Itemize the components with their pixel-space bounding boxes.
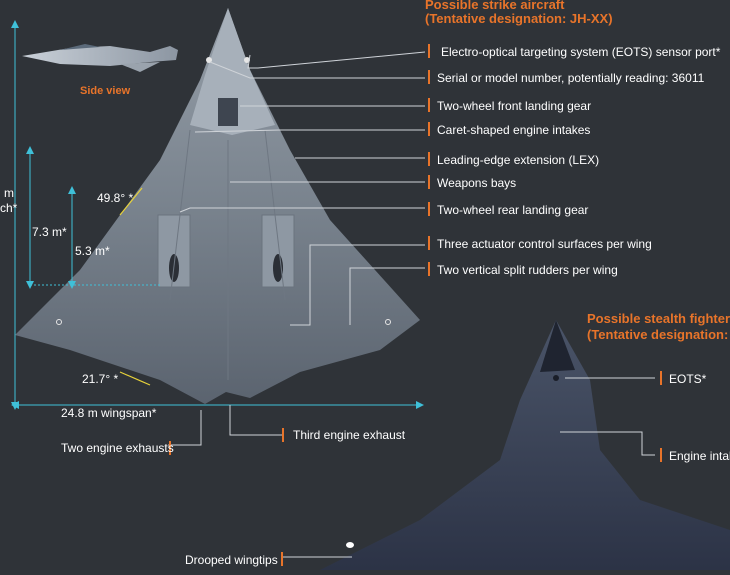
strike-aircraft-planform [15, 8, 420, 404]
angle-marks [119, 187, 151, 386]
callout-leaders [168, 51, 655, 558]
callout-weapons-bays: Weapons bays [437, 176, 517, 190]
length-b-label: 5.3 m* [75, 244, 110, 258]
stealth-fighter-silhouette [320, 320, 730, 570]
side-view-label: Side view [80, 85, 131, 97]
callout-lex: Leading-edge extension (LEX) [437, 153, 600, 167]
angle-trailing-label: 21.7° * [82, 372, 119, 386]
fighter-title-line1: Possible stealth fighter [587, 311, 730, 326]
strike-title-line2: (Tentative designation: JH-XX) [425, 11, 613, 26]
callout-fighter-intake: Engine intak [669, 449, 730, 463]
angle-leading-label: 49.8° * [97, 191, 134, 205]
strike-title-line1: Possible strike aircraft [425, 0, 565, 12]
callout-ticks [169, 44, 662, 566]
length-fragment-1: m [4, 186, 14, 200]
callout-front-gear: Two-wheel front landing gear [437, 99, 592, 113]
side-view-silhouette [22, 44, 178, 72]
callout-intakes: Caret-shaped engine intakes [437, 123, 591, 137]
fighter-title-line2: (Tentative designation: J-X [587, 327, 730, 342]
callout-rear-gear: Two-wheel rear landing gear [437, 203, 589, 217]
callout-serial: Serial or model number, potentially read… [437, 71, 705, 85]
length-a-label: 7.3 m* [32, 225, 67, 239]
length-fragment-2: ch* [0, 201, 18, 215]
wingspan-label: 24.8 m wingspan* [61, 406, 157, 420]
callout-drooped-wingtips: Drooped wingtips [185, 553, 278, 567]
callout-eots: Electro-optical targeting system (EOTS) … [441, 45, 721, 59]
callout-rudders: Two vertical split rudders per wing [437, 263, 618, 277]
callout-fighter-eots: EOTS* [669, 372, 707, 386]
callout-engine-exhausts: Two engine exhausts [61, 441, 174, 455]
callout-actuators: Three actuator control surfaces per wing [437, 237, 652, 251]
callout-third-exhaust: Third engine exhaust [293, 428, 406, 442]
dimension-arrows [11, 20, 424, 410]
dimension-lines [14, 24, 420, 408]
